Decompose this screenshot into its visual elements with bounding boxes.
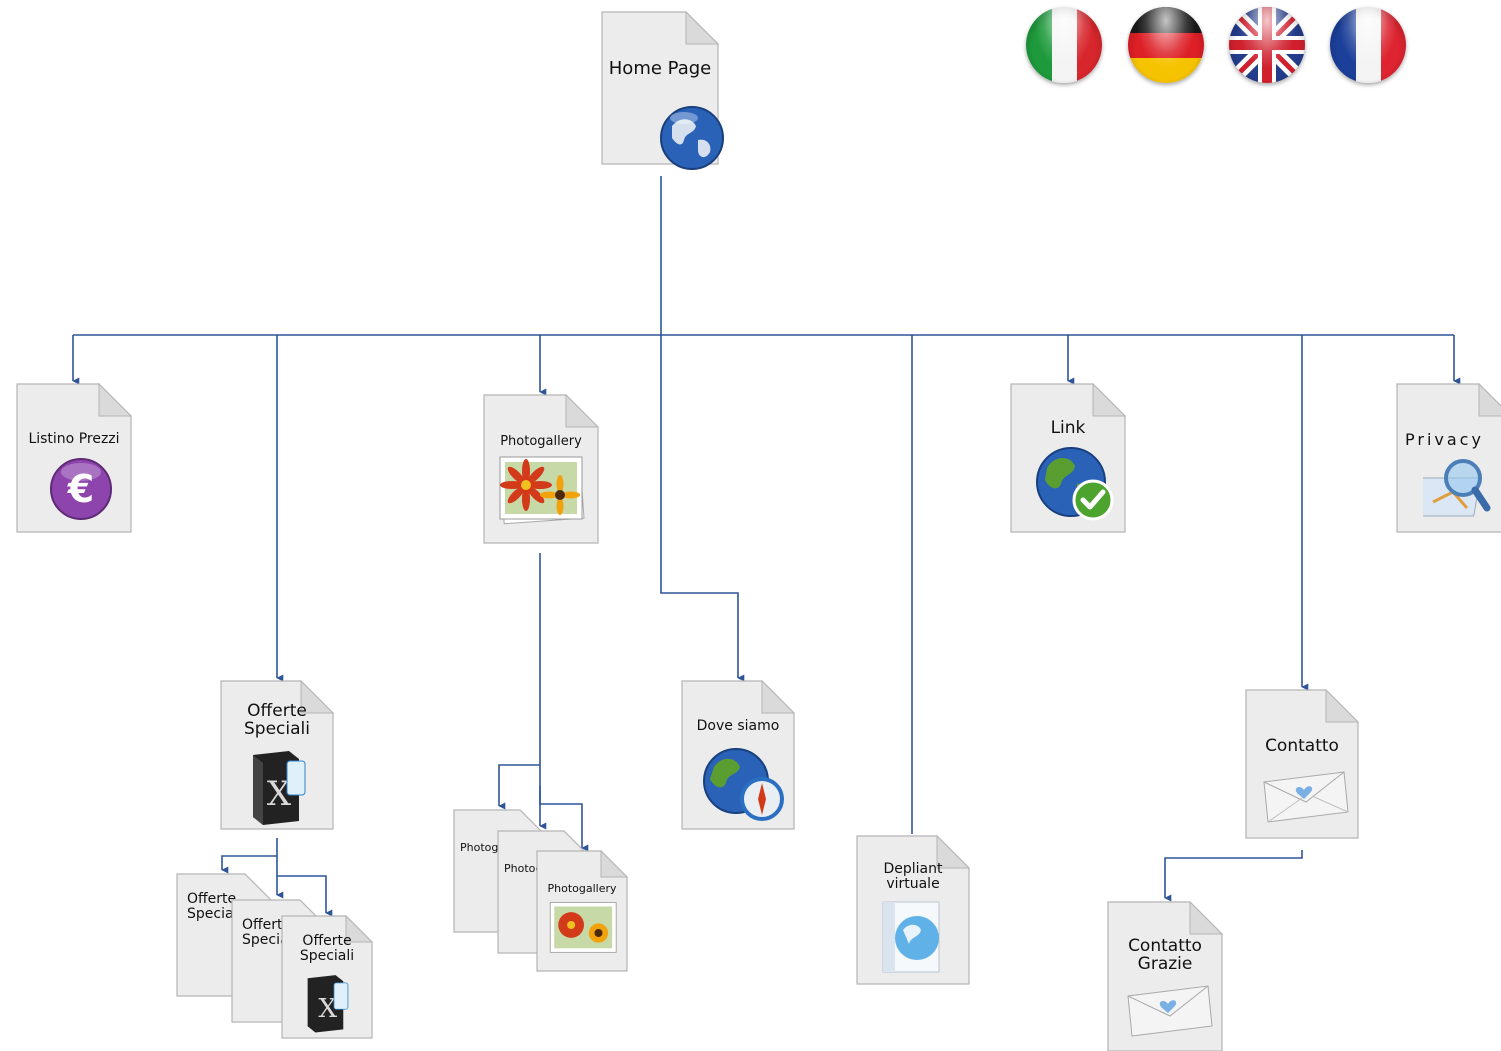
- node-privacy[interactable]: Privacy: [1395, 382, 1501, 534]
- page-title: Offerte Speciali: [299, 933, 355, 964]
- photo-flowers-icon: [499, 456, 585, 525]
- page-title: Dove siamo: [696, 718, 780, 734]
- node-contatto[interactable]: Contatto: [1244, 688, 1360, 840]
- euro-coin-icon: €: [50, 458, 112, 520]
- node-link[interactable]: Link: [1009, 382, 1127, 534]
- connector-offerte-stack: [276, 838, 333, 917]
- globe-compass-icon: [703, 748, 784, 821]
- page-title: Photogallery: [500, 434, 582, 449]
- software-box-icon: X: [307, 975, 349, 1033]
- page-title: Contatto: [1265, 736, 1339, 756]
- node-offerte-speciali-3[interactable]: Offerte Speciali X: [280, 914, 374, 1040]
- flag-italy-icon[interactable]: [1026, 7, 1102, 83]
- flag-germany-icon[interactable]: [1128, 7, 1204, 83]
- page-title: Link: [1050, 418, 1086, 438]
- node-dove-siamo[interactable]: Dove siamo: [680, 679, 796, 831]
- globe-check-icon: [1036, 447, 1114, 521]
- svg-text:X: X: [318, 994, 337, 1024]
- globe-icon: [660, 106, 724, 170]
- node-contatto-grazie[interactable]: Contatto Grazie: [1106, 900, 1224, 1051]
- page-title: Home Page: [608, 58, 712, 79]
- connector-photo-stack: [539, 553, 589, 852]
- node-listino-prezzi[interactable]: Listino Prezzi €: [15, 382, 133, 534]
- page-title: Photogallery: [460, 842, 504, 854]
- page-title: Photogallery: [504, 863, 542, 875]
- node-home-page[interactable]: Home Page: [600, 10, 724, 170]
- node-photogallery[interactable]: Photogallery: [482, 393, 600, 545]
- svg-text:€: €: [67, 467, 94, 511]
- brochure-globe-icon: [882, 901, 940, 973]
- page-title: Contatto Grazie: [1128, 936, 1202, 974]
- page-title: Photogallery: [547, 882, 617, 895]
- connector-contatto-grazie: [1164, 850, 1303, 902]
- connector-dove: [660, 335, 745, 682]
- page-title: Offerte Speciali: [187, 891, 242, 922]
- page-title: Listino Prezzi: [28, 431, 120, 447]
- flag-france-icon[interactable]: [1330, 7, 1406, 83]
- node-offerte-speciali[interactable]: Offerte Speciali X: [219, 679, 335, 831]
- envelope-heart-icon: [1127, 985, 1213, 1037]
- software-box-icon: X: [253, 751, 306, 825]
- node-depliant-virtuale[interactable]: Depliant virtuale: [855, 834, 971, 986]
- page-title: Privacy: [1405, 430, 1484, 449]
- flag-uk-icon[interactable]: [1229, 7, 1305, 83]
- page-title: Offerte Speciali: [244, 701, 310, 739]
- photo-flowers-icon: [549, 902, 617, 953]
- node-photogallery-3[interactable]: Photogallery: [535, 849, 629, 973]
- envelope-heart-icon: [1263, 771, 1349, 823]
- page-title: Depliant virtuale: [883, 861, 943, 892]
- magnifier-map-icon: [1423, 459, 1491, 517]
